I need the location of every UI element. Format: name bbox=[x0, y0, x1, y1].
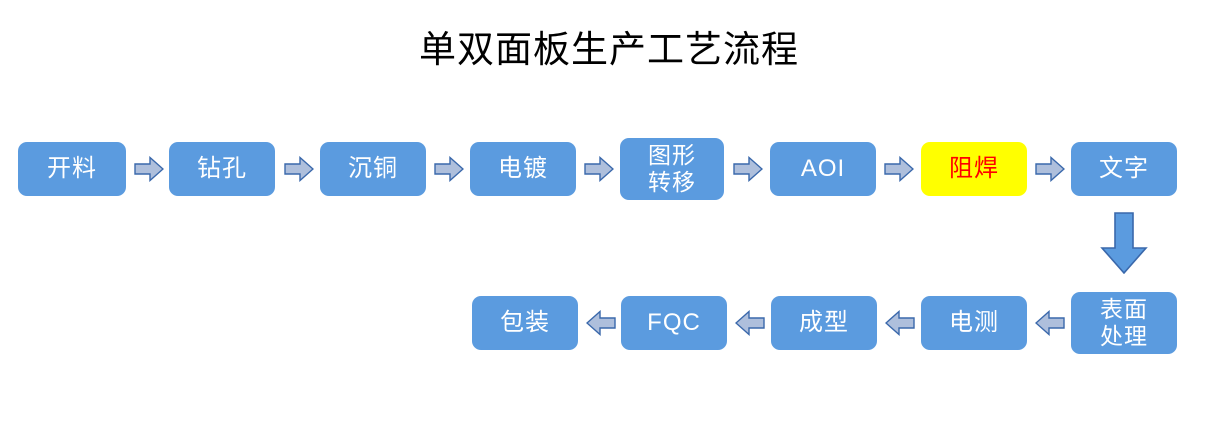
arrow-left-icon-2 bbox=[735, 310, 765, 336]
arrow-right-icon-3 bbox=[434, 156, 464, 182]
process-node-aoi[interactable]: AOI bbox=[770, 142, 876, 196]
process-node-fqc[interactable]: FQC bbox=[621, 296, 727, 350]
process-node-zuhan[interactable]: 阻焊 bbox=[921, 142, 1027, 196]
arrow-right-icon-4 bbox=[584, 156, 614, 182]
arrow-left-icon-3 bbox=[885, 310, 915, 336]
arrow-left-icon-1 bbox=[586, 310, 616, 336]
process-node-diance[interactable]: 电测 bbox=[921, 296, 1027, 350]
process-node-chentong[interactable]: 沉铜 bbox=[320, 142, 426, 196]
process-node-baozhuang[interactable]: 包装 bbox=[472, 296, 578, 350]
process-node-zuankong[interactable]: 钻孔 bbox=[169, 142, 275, 196]
process-node-kailiao[interactable]: 开料 bbox=[18, 142, 126, 196]
process-node-wenzi[interactable]: 文字 bbox=[1071, 142, 1177, 196]
process-node-chengxing[interactable]: 成型 bbox=[771, 296, 877, 350]
process-node-tuxingzhuanyi[interactable]: 图形 转移 bbox=[620, 138, 724, 200]
arrow-right-icon-1 bbox=[134, 156, 164, 182]
arrow-right-icon-6 bbox=[884, 156, 914, 182]
arrow-right-icon-5 bbox=[733, 156, 763, 182]
arrow-left-icon-4 bbox=[1035, 310, 1065, 336]
process-node-biaomianchuli[interactable]: 表面 处理 bbox=[1071, 292, 1177, 354]
arrow-right-icon-2 bbox=[284, 156, 314, 182]
page-title: 单双面板生产工艺流程 bbox=[419, 28, 799, 71]
arrow-down-icon bbox=[1100, 212, 1148, 274]
process-node-diandu[interactable]: 电镀 bbox=[470, 142, 576, 196]
arrow-right-icon-7 bbox=[1035, 156, 1065, 182]
